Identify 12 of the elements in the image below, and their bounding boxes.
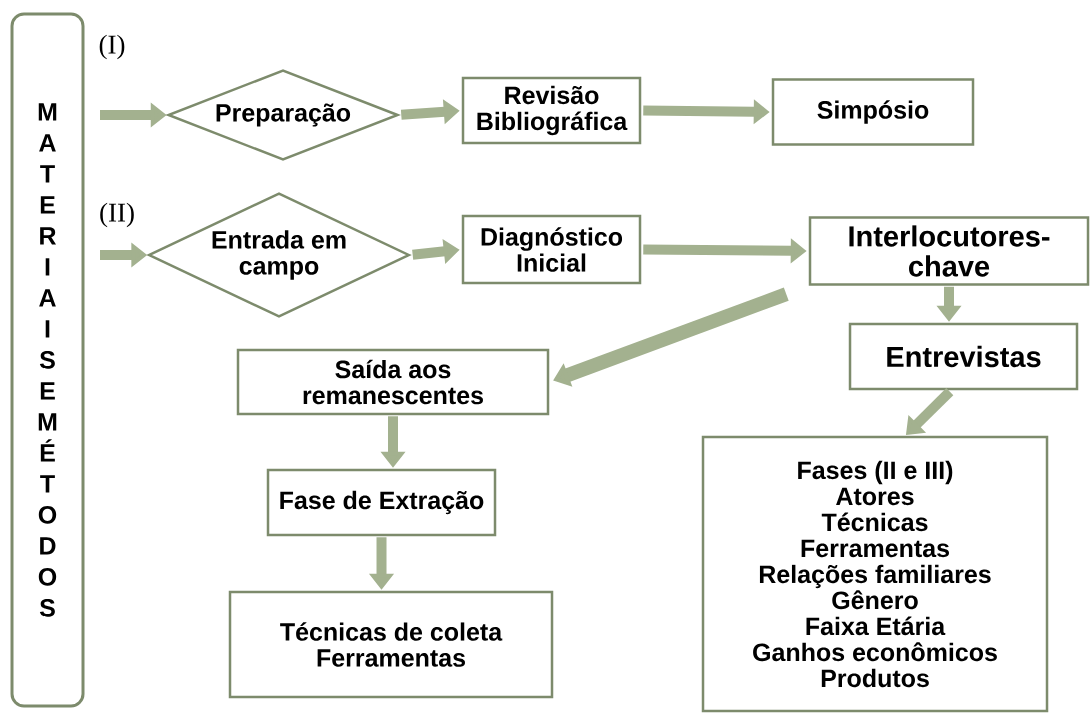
list-box: Fases (II e III) Atores Técnicas Ferramentas Relações familiares Gênero Faixa Etária Ganhos econômicos Produtos bbox=[701, 435, 1049, 713]
process-box: Entrevistas bbox=[848, 322, 1079, 391]
process-box: Revisão Bibliográfica bbox=[461, 76, 642, 145]
process-box: Técnicas de coleta Ferramentas bbox=[228, 590, 554, 699]
process-box: Diagnóstico Inicial bbox=[461, 214, 642, 285]
process-box: Saída aos remanescentes bbox=[236, 348, 550, 416]
process-box: Fase de Extração bbox=[266, 468, 497, 537]
process-box: Interlocutores-chave bbox=[808, 216, 1090, 286]
section-label: (I) bbox=[99, 34, 125, 60]
process-box: Simpósio bbox=[771, 78, 975, 146]
section-label: (II) bbox=[100, 202, 134, 228]
title-band: MATERIAIS E MÉTODOS bbox=[10, 12, 85, 708]
